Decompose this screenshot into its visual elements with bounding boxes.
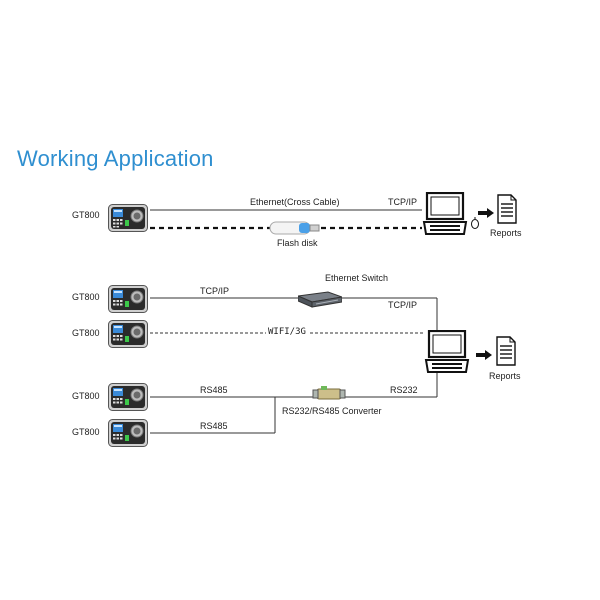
- rs232-label: RS232: [390, 385, 418, 395]
- reports-label-top: Reports: [490, 228, 522, 238]
- flash-disk-icon: [269, 219, 321, 237]
- flash-disk-label: Flash disk: [277, 238, 318, 248]
- ethernet-switch-icon: [296, 288, 344, 308]
- arrow-right-icon: [476, 347, 492, 360]
- gt800-device-icon: [108, 204, 148, 232]
- device-label: GT800: [72, 328, 100, 338]
- tcpip-label-right: TCP/IP: [388, 300, 418, 310]
- page-title: Working Application: [17, 146, 214, 171]
- computer-icon: [424, 329, 470, 374]
- reports-label-bottom: Reports: [489, 371, 521, 381]
- reports-icon: [497, 194, 517, 224]
- gt800-device-icon: [108, 419, 148, 447]
- mouse-icon: [470, 216, 480, 229]
- reports-icon: [496, 336, 516, 366]
- rs485-label-a: RS485: [200, 385, 228, 395]
- wifi-3g-label: WIFI/3G: [266, 327, 308, 337]
- converter-label: RS232/RS485 Converter: [282, 406, 382, 416]
- ethernet-switch-label: Ethernet Switch: [325, 273, 389, 283]
- device-label: GT800: [72, 210, 100, 220]
- tcpip-label-left: TCP/IP: [200, 286, 230, 296]
- tcpip-label-top: TCP/IP: [388, 197, 418, 207]
- device-label: GT800: [72, 427, 100, 437]
- device-label: GT800: [72, 391, 100, 401]
- ethernet-label: Ethernet(Cross Cable): [250, 197, 340, 207]
- gt800-device-icon: [108, 320, 148, 348]
- gt800-device-icon: [108, 285, 148, 313]
- converter-icon: [311, 384, 347, 404]
- rs485-label-b: RS485: [200, 421, 228, 431]
- gt800-device-icon: [108, 383, 148, 411]
- computer-icon: [422, 191, 468, 236]
- arrow-right-icon: [478, 205, 494, 218]
- device-label: GT800: [72, 292, 100, 302]
